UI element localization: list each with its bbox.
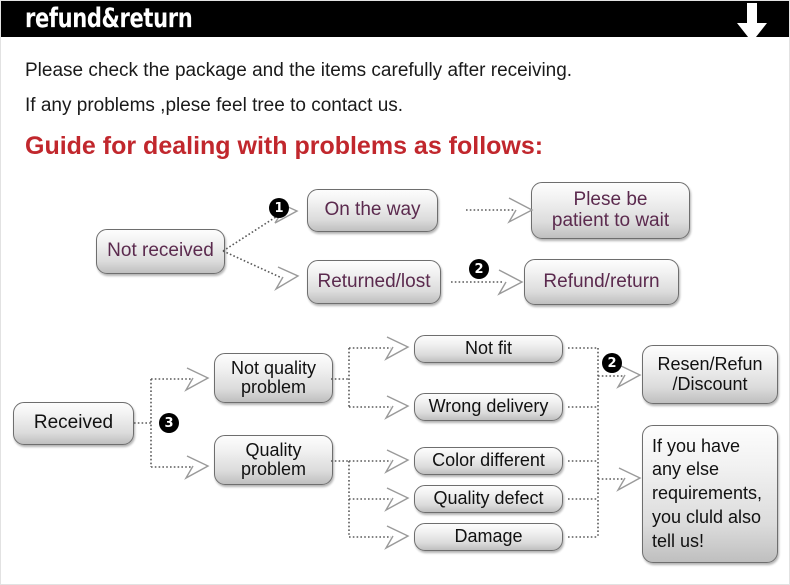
header-bar: [1, 1, 789, 37]
badge-3: 3: [159, 413, 179, 433]
flowbox-additional-requirements-note[interactable]: If you have any else requirements, you c…: [642, 425, 778, 563]
guide-heading: Guide for dealing with problems as follo…: [25, 132, 544, 160]
badge-2-diagram-2: 2: [602, 353, 622, 373]
flowbox-not-quality-problem[interactable]: Not quality problem: [214, 353, 333, 403]
not-quality-problem-line-1: Not quality: [230, 357, 317, 378]
flowbox-on-the-way[interactable]: On the way: [307, 189, 438, 232]
quality-problem-line-2: problem: [240, 459, 307, 479]
note-line-3: requirements,: [652, 483, 763, 504]
resolution-line-2: /Discount: [672, 373, 748, 394]
page-title: refund&return: [25, 3, 193, 34]
flowbox-received[interactable]: Received: [13, 402, 134, 445]
flowbox-returned-lost[interactable]: Returned/lost: [307, 260, 441, 304]
flowbox-quality-defect[interactable]: Quality defect: [414, 485, 563, 513]
note-line-1: If you have: [652, 435, 741, 456]
intro-text-line-1: Please check the package and the items c…: [25, 60, 573, 81]
flowbox-quality-problem[interactable]: Quality problem: [214, 435, 333, 485]
note-line-5: tell us!: [652, 530, 705, 551]
quality-problem-line-1: Quality: [245, 439, 302, 460]
flowbox-resend-refund-discount[interactable]: Resen/Refun /Discount: [642, 345, 778, 404]
flowbox-damage[interactable]: Damage: [414, 523, 563, 551]
flowbox-not-received[interactable]: Not received: [96, 229, 225, 274]
intro-text-line-2: If any problems ,plese feel tree to cont…: [25, 95, 404, 116]
badge-1: 1: [269, 198, 289, 218]
flowbox-be-patient[interactable]: Plese be patient to wait: [531, 182, 690, 239]
flowbox-color-different[interactable]: Color different: [414, 447, 563, 475]
badge-2-diagram-1: 2: [469, 259, 489, 279]
flowbox-not-fit[interactable]: Not fit: [414, 335, 563, 363]
resolution-line-1: Resen/Refun: [657, 354, 763, 375]
down-arrow-icon: [737, 3, 767, 42]
be-patient-line-2: patient to wait: [551, 209, 670, 231]
not-quality-problem-line-2: problem: [240, 377, 307, 397]
be-patient-line-1: Plese be: [573, 188, 648, 210]
note-line-4: you cluld also: [652, 506, 762, 527]
flowbox-refund-return[interactable]: Refund/return: [524, 259, 679, 305]
note-line-2: any else: [652, 459, 720, 480]
flowbox-wrong-delivery[interactable]: Wrong delivery: [414, 393, 563, 421]
